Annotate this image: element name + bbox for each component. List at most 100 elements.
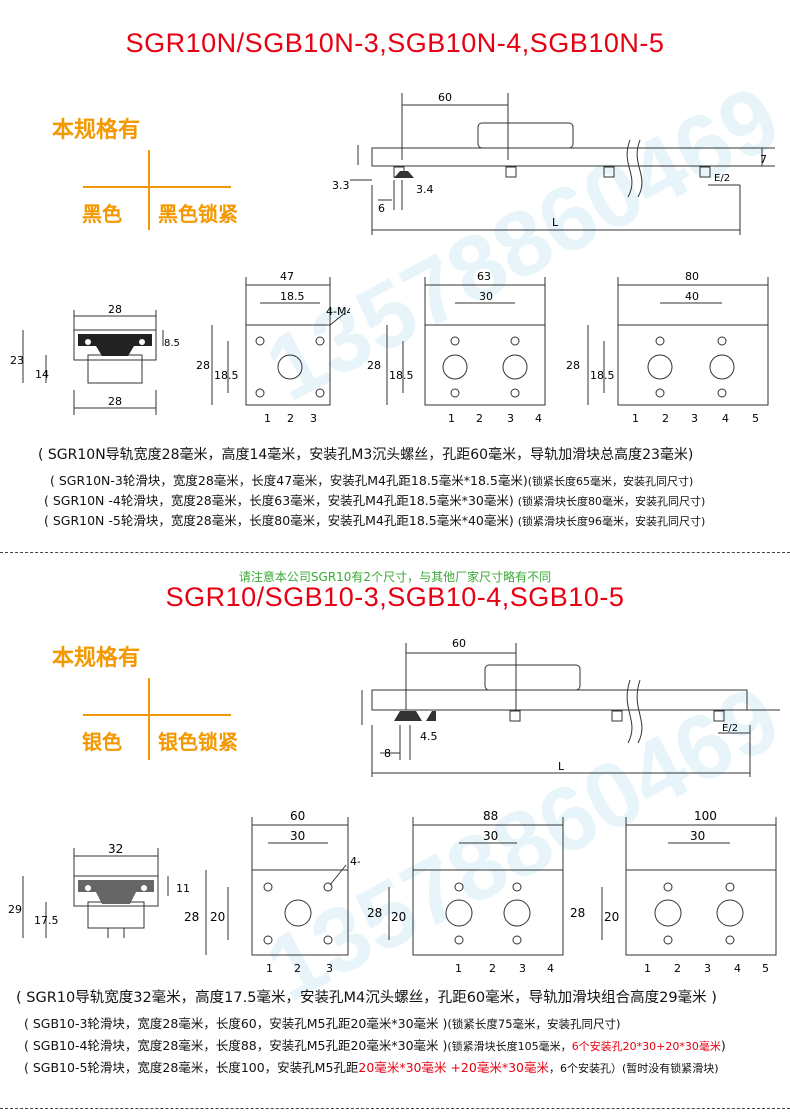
block5-num: 3 — [691, 412, 698, 425]
spec-line: ( SGB10-5轮滑块，宽度28毫米，长度100，安装孔M5孔距20毫米*30… — [24, 1060, 719, 1075]
block3-top-view: 47 18.5 4-M4 28 18.5 1 2 3 — [196, 270, 350, 425]
block4-pitch: 30 — [479, 290, 493, 303]
block3-height: 28 — [184, 910, 199, 924]
spec-line: ( SGR10N -4轮滑块，宽度28毫米，长度63毫米，安装孔M4孔距18.5… — [44, 493, 706, 508]
dim-60: 60 — [438, 91, 452, 104]
size-notice: 请注意本公司SGR10有2个尺寸，与其他厂家尺寸略有不同 — [238, 570, 552, 584]
spec-divider — [148, 150, 150, 230]
dim-e2: E/2 — [722, 723, 738, 734]
block3-num: 3 — [326, 962, 333, 975]
section-divider — [0, 552, 790, 553]
block3-holes: 4-M4 — [326, 305, 350, 318]
color-option: 银色 — [82, 730, 122, 754]
block4-num: 3 — [507, 412, 514, 425]
dim-height-rail: 17.5 — [34, 914, 59, 927]
block4-num: 2 — [489, 962, 496, 975]
dim-L: L — [552, 216, 559, 229]
dim-4.5: 4.5 — [420, 730, 438, 743]
dim-height-total: 23 — [10, 354, 24, 367]
block5-top-view: 100 30 28 20 1 2 3 4 5 — [570, 809, 777, 975]
spec-divider — [83, 186, 231, 188]
block5-length: 100 — [694, 809, 717, 823]
spec-description: ( SGR10导轨宽度32毫米，高度17.5毫米，安装孔M4沉头螺丝，孔距60毫… — [16, 990, 717, 1006]
dim-height-small: 11 — [176, 882, 190, 895]
spec-line: ( SGB10-3轮滑块，宽度28毫米，长度60，安装孔M5孔距20毫米*30毫… — [24, 1016, 621, 1031]
block3-num: 1 — [266, 962, 273, 975]
color-option: 黑色 — [82, 202, 122, 226]
spec-divider — [148, 678, 150, 760]
block4-num: 4 — [535, 412, 542, 425]
block3-top-view: 60 30 4-M5 28 20 1 2 3 — [184, 809, 360, 975]
block4-length: 63 — [477, 270, 491, 283]
dim-height-rail: 14 — [35, 368, 49, 381]
dim-width-top: 28 — [108, 303, 122, 316]
block3-num: 2 — [294, 962, 301, 975]
block4-length: 88 — [483, 809, 498, 823]
section1-title: SGR10N/SGB10N-3,SGB10N-4,SGB10N-5 — [125, 28, 665, 58]
dim-L: L — [558, 760, 565, 773]
block3-height: 28 — [196, 359, 210, 372]
spec-divider — [83, 714, 231, 716]
block4-top-view: 63 30 28 18.5 1 2 3 4 — [367, 270, 546, 425]
block3-height2: 18.5 — [214, 369, 239, 382]
block5-num: 2 — [662, 412, 669, 425]
block3-length: 60 — [290, 809, 305, 823]
dim-width-top: 32 — [108, 842, 123, 856]
lock-option: 银色锁紧 — [158, 730, 238, 754]
block3-num: 3 — [310, 412, 317, 425]
spec-label: 本规格有 — [52, 646, 141, 671]
block3-height2: 20 — [210, 910, 225, 924]
dim-6: 6 — [378, 202, 385, 215]
dim-height-small: 8.5 — [164, 338, 180, 349]
block4-top-view: 88 30 28 20 1 2 3 4 — [367, 809, 564, 975]
block3-length: 47 — [280, 270, 294, 283]
block3-pitch: 18.5 — [280, 290, 305, 303]
block4-num: 4 — [547, 962, 554, 975]
block5-pitch: 30 — [690, 829, 705, 843]
block5-num: 1 — [632, 412, 639, 425]
dim-e2: E/2 — [714, 173, 730, 184]
lock-option: 黑色锁紧 — [158, 202, 238, 226]
block5-top-view: 80 40 28 18.5 1 2 3 4 5 — [566, 270, 769, 425]
rail-side-view: 60 7 3.3 3.4 6 E/2 L — [332, 91, 775, 235]
block5-length: 80 — [685, 270, 699, 283]
spec-line: ( SGR10N-3轮滑块，宽度28毫米，长度47毫米，安装孔M4孔距18.5毫… — [50, 473, 694, 488]
block4-height: 28 — [367, 906, 382, 920]
block4-height: 28 — [367, 359, 381, 372]
spec-description: ( SGR10N导轨宽度28毫米，高度14毫米，安装孔M3沉头螺丝，孔距60毫米… — [38, 447, 694, 463]
rail-side-view: 60 4.5 8 E/2 L — [361, 637, 780, 777]
block3-holes: 4-M5 — [350, 855, 360, 868]
block3-pitch: 30 — [290, 829, 305, 843]
block5-num: 4 — [722, 412, 729, 425]
spec-line: ( SGB10-4轮滑块，宽度28毫米，长度88，安装孔M5孔距20毫米*30毫… — [24, 1038, 726, 1053]
block5-height: 28 — [570, 906, 585, 920]
section-divider — [0, 1108, 790, 1109]
block5-num: 4 — [734, 962, 741, 975]
block4-height2: 20 — [391, 910, 406, 924]
block4-num: 1 — [455, 962, 462, 975]
block5-height: 28 — [566, 359, 580, 372]
dim-3.4: 3.4 — [416, 183, 434, 196]
spec-label: 本规格有 — [52, 118, 141, 143]
rail-profile-view: 32 29 17.5 11 — [8, 842, 190, 938]
rail-profile-view: 28 28 23 14 8.5 — [10, 303, 180, 415]
block5-num: 1 — [644, 962, 651, 975]
block5-height2: 18.5 — [590, 369, 615, 382]
dim-60: 60 — [452, 637, 466, 650]
block3-num: 2 — [287, 412, 294, 425]
dim-3.3: 3.3 — [332, 179, 350, 192]
block4-pitch: 30 — [483, 829, 498, 843]
block4-num: 2 — [476, 412, 483, 425]
dim-height-total: 29 — [8, 903, 22, 916]
section2-title: SGR10/SGB10-3,SGB10-4,SGB10-5 — [165, 582, 625, 612]
dim-7: 7 — [760, 153, 767, 166]
dim-width-bottom: 28 — [108, 395, 122, 408]
block5-pitch: 40 — [685, 290, 699, 303]
block3-num: 1 — [264, 412, 271, 425]
block5-num: 3 — [704, 962, 711, 975]
block4-num: 1 — [448, 412, 455, 425]
block5-height2: 20 — [604, 910, 619, 924]
block5-num: 5 — [762, 962, 769, 975]
block4-height2: 18.5 — [389, 369, 414, 382]
block5-num: 2 — [674, 962, 681, 975]
